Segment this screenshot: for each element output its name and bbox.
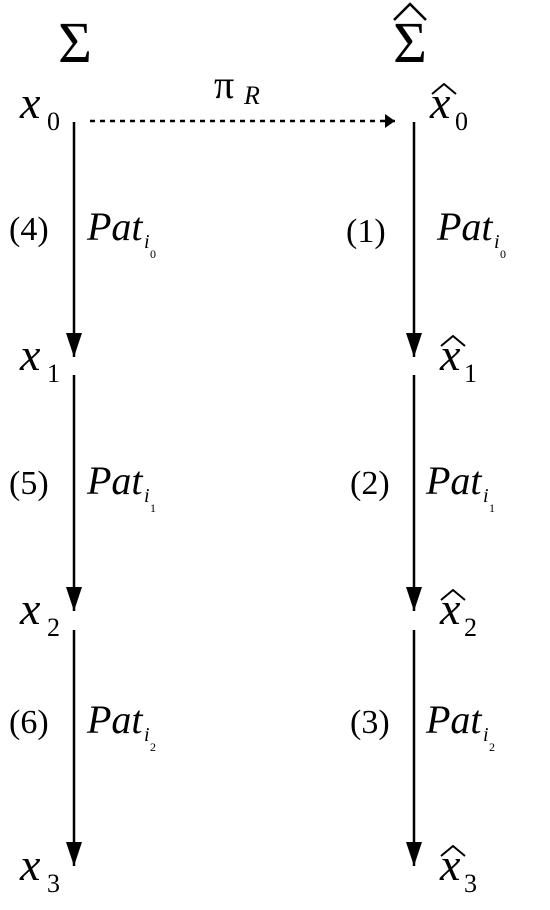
left-transition-5: (5) Pat i 1	[9, 458, 156, 515]
pat-label: Pat	[86, 458, 143, 503]
step-number: (2)	[350, 465, 390, 502]
step-number: (5)	[9, 465, 49, 502]
state-subscript: 3	[47, 869, 60, 898]
pat-index-sub: 2	[150, 740, 156, 754]
state-variable: x	[19, 583, 41, 634]
hat-accent	[440, 844, 466, 857]
pat-label: Pat	[86, 204, 143, 249]
left-state-x3: x 3	[19, 839, 60, 898]
sigma-hat-right-symbol: Σ	[393, 2, 427, 75]
pat-index: i	[483, 724, 489, 746]
right-state-x1-hat: x 1	[439, 329, 477, 388]
right-transition-2: (2) Pat i 1	[350, 458, 495, 515]
pat-index: i	[494, 231, 500, 253]
pi-subscript: R	[243, 81, 260, 110]
hat-accent	[431, 82, 457, 95]
right-transition-1: (1) Pat i 0	[346, 204, 506, 261]
state-subscript: 0	[47, 107, 60, 136]
pat-index: i	[144, 231, 150, 253]
pat-index-sub: 0	[150, 247, 156, 261]
hat-accent	[440, 588, 466, 601]
step-number: (4)	[9, 211, 49, 248]
left-state-x1: x 1	[19, 329, 60, 388]
state-variable: x	[439, 329, 461, 380]
pat-label: Pat	[425, 697, 482, 742]
sigma-right-symbol: Σ	[393, 10, 427, 75]
state-variable: x	[439, 583, 461, 634]
left-transition-4: (4) Pat i 0	[9, 204, 156, 261]
hat-accent	[440, 334, 466, 347]
left-state-x0: x 0	[19, 77, 60, 136]
pat-index-sub: 0	[500, 247, 506, 261]
state-subscript: 2	[47, 613, 60, 642]
left-transition-6: (6) Pat i 2	[9, 697, 156, 754]
state-variable: x	[19, 329, 41, 380]
state-variable: x	[19, 839, 41, 890]
state-subscript: 1	[47, 359, 60, 388]
projection-label: π R	[214, 62, 260, 110]
state-subscript: 0	[455, 107, 468, 136]
pat-index: i	[144, 724, 150, 746]
sigma-left-symbol: Σ	[58, 10, 92, 75]
pat-index: i	[483, 485, 489, 507]
state-variable: x	[439, 839, 461, 890]
pat-label: Pat	[425, 458, 482, 503]
state-subscript: 2	[464, 613, 477, 642]
sigma-hat-accent	[393, 2, 427, 21]
pat-index-sub: 1	[150, 501, 156, 515]
step-number: (3)	[350, 704, 390, 741]
pi-symbol: π	[214, 62, 234, 107]
right-transition-3: (3) Pat i 2	[350, 697, 495, 754]
step-number: (6)	[9, 704, 49, 741]
pat-index-sub: 2	[489, 740, 495, 754]
pat-label: Pat	[436, 204, 493, 249]
right-state-x2-hat: x 2	[439, 583, 477, 642]
step-number: (1)	[346, 213, 386, 250]
pat-label: Pat	[86, 697, 143, 742]
pat-index: i	[144, 485, 150, 507]
state-subscript: 1	[464, 359, 477, 388]
pat-index-sub: 1	[489, 501, 495, 515]
state-variable: x	[19, 77, 41, 128]
left-state-x2: x 2	[19, 583, 60, 642]
state-variable: x	[429, 77, 451, 128]
right-state-x0-hat: x 0	[429, 77, 468, 136]
right-state-x3-hat: x 3	[439, 839, 477, 898]
state-subscript: 3	[464, 869, 477, 898]
